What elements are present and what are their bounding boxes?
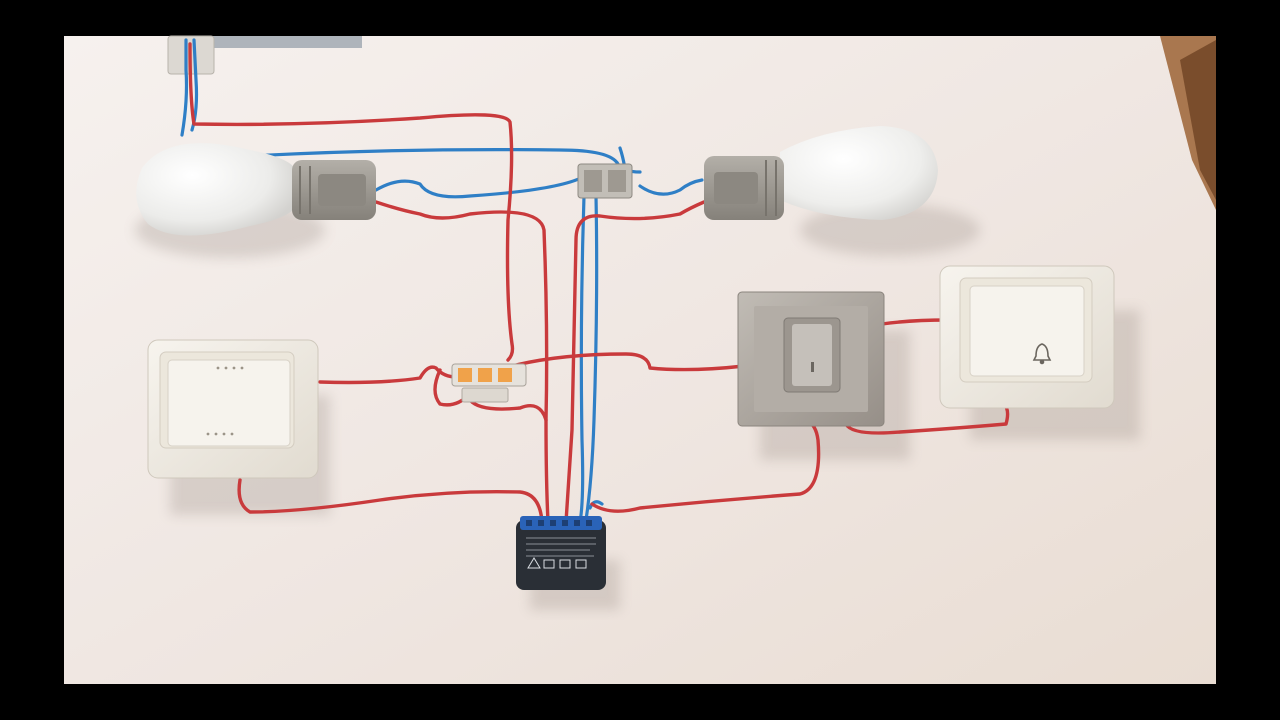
left-rocker-switch bbox=[147, 339, 319, 479]
lever-connector-mid bbox=[451, 363, 527, 403]
left-bulb bbox=[136, 143, 376, 236]
relay-module bbox=[516, 516, 606, 590]
right-bulb bbox=[704, 126, 938, 220]
bell-icon bbox=[1032, 343, 1052, 365]
live-wires bbox=[188, 42, 1010, 524]
silver-push-switch bbox=[737, 291, 885, 427]
doorbell-switch bbox=[939, 265, 1115, 409]
lever-connector-top bbox=[577, 163, 633, 199]
